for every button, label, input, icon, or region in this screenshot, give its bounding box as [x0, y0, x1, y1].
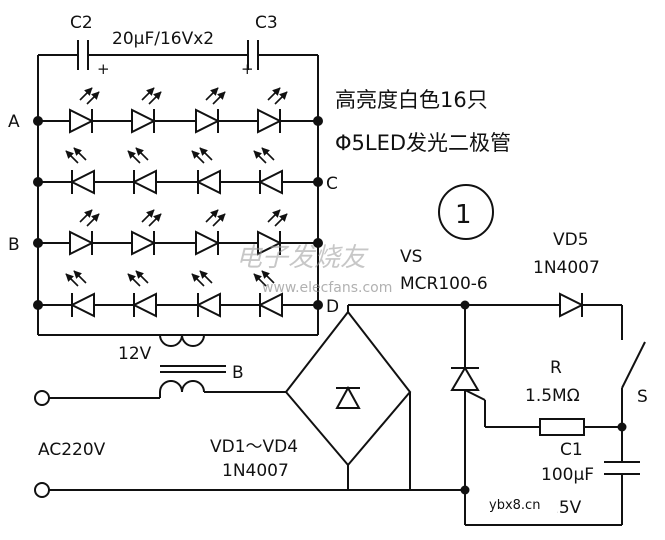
- watermark-en: www.elecfans.com: [262, 280, 392, 296]
- c3-plus: +: [241, 60, 254, 78]
- led-row-1: [69, 108, 283, 134]
- c3-label: C3: [255, 13, 278, 33]
- switch-label: S: [637, 387, 648, 407]
- led-description-line2: Φ5LED发光二极管: [335, 131, 511, 155]
- c1-value: 100μF: [541, 465, 594, 485]
- watermark-cn: 电子发烧友: [236, 243, 369, 273]
- led-row-3: [69, 230, 283, 256]
- bridge-part: 1N4007: [222, 461, 289, 481]
- figure-number: 1: [455, 200, 472, 230]
- c2-label: C2: [70, 13, 93, 33]
- c2-plus: +: [97, 60, 110, 78]
- vs-label: VS: [400, 247, 422, 267]
- ac-wiring: [34, 304, 646, 526]
- figure-circle: [438, 184, 494, 240]
- c1-label: C1: [560, 440, 583, 460]
- corner-badge: [485, 494, 557, 514]
- led-description-line1: 高亮度白色16只: [335, 88, 488, 112]
- vs-part: MCR100-6: [400, 274, 488, 294]
- watermark-corner: ybx8.cn: [489, 498, 540, 513]
- node-b-label: B: [8, 235, 20, 255]
- resistor-value: 1.5MΩ: [525, 386, 580, 406]
- transformer-voltage: 12V: [118, 344, 152, 364]
- light-arrows: [65, 87, 288, 287]
- vd5-label: VD5: [553, 230, 589, 250]
- led-row-4: [69, 292, 283, 318]
- vd5-part: 1N4007: [533, 258, 600, 278]
- led-row-2: [69, 169, 283, 195]
- transformer: [159, 334, 226, 393]
- node-c-label: C: [326, 174, 338, 194]
- node-a-label: A: [8, 112, 20, 132]
- transformer-label: B: [232, 363, 244, 383]
- capacitor-spec: 20μF/16Vx2: [112, 29, 214, 49]
- ac-input-label: AC220V: [38, 440, 106, 460]
- resistor-label: R: [550, 358, 562, 378]
- bridge-label: VD1～VD4: [210, 437, 298, 457]
- node-d-label: D: [326, 297, 339, 317]
- diodes: [335, 292, 585, 409]
